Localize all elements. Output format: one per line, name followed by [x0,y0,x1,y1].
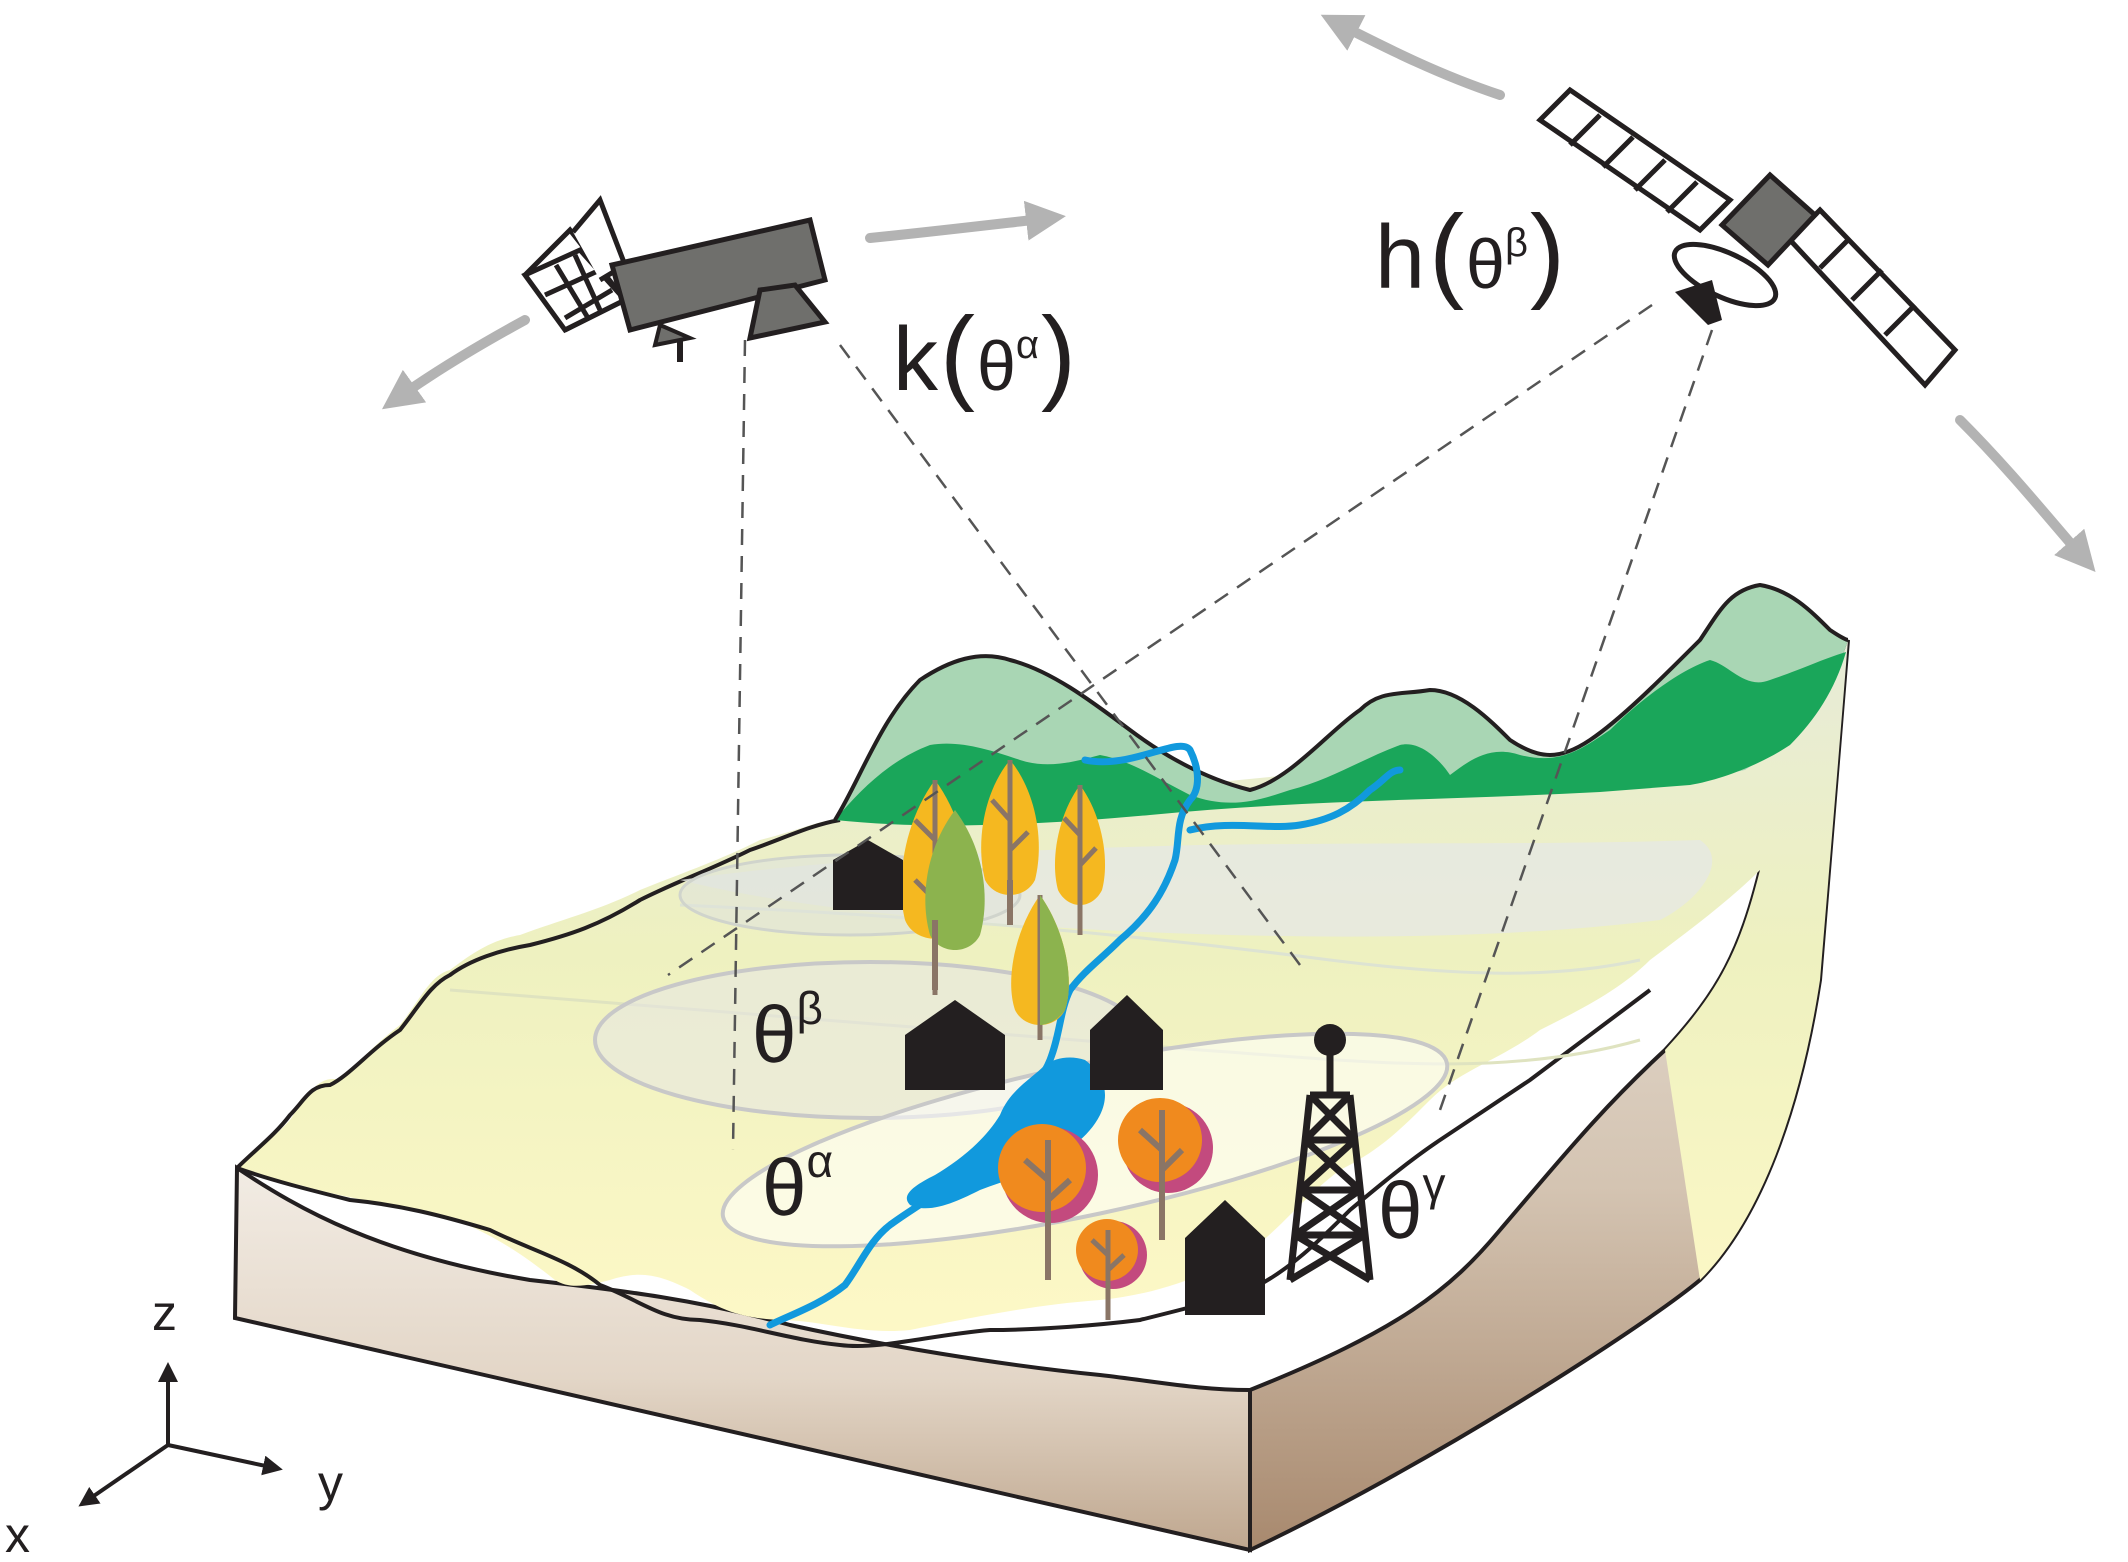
tree-green [1040,895,1069,1025]
label-theta-alpha: θα [762,1135,833,1232]
tree-green [925,810,985,950]
houses [833,840,1265,1315]
tree-stem [932,880,1013,990]
axis-y-label: y [318,1455,343,1511]
arrow-left-sat-upper [865,200,1066,243]
house [905,1000,1005,1090]
satellite-left-sensor-a [652,322,697,348]
axis-y [167,1443,283,1476]
nadir-line-left [731,339,747,1151]
label-h-theta-beta: h(θβ) [1375,194,1565,311]
river [766,742,1404,1329]
ground-back-edge [235,818,841,1170]
house [833,840,903,910]
view-line-right-b [1438,329,1714,1111]
mountain-range-dark [835,652,1846,826]
label-var: θ [1466,225,1505,303]
axes [78,1362,283,1507]
satellite-right-body [1718,171,1819,269]
label-fn: k [893,310,939,410]
axis-z-label: z [152,1285,177,1341]
solar-panel-right-lower [1786,206,1959,389]
label-var: θ [977,327,1016,405]
label-theta-gamma: θγ [1378,1158,1446,1255]
paren-open: ( [940,296,975,413]
satellite-left-sensor-b [746,282,830,342]
tree-orange [998,1124,1098,1280]
label-var: θ [762,1143,807,1232]
tree-yellow [1054,785,1106,935]
oblique-line-left [838,344,1302,966]
axis-x-label: x [5,1507,30,1562]
block-front-face [232,1164,1252,1553]
tree-orange [1118,1098,1213,1240]
motion-arrows [381,14,2096,573]
satellite-right-antenna [1675,280,1722,325]
label-sup: β [1505,221,1528,265]
satellite-left-body [608,217,829,334]
svg-text:θγ: θγ [1378,1158,1446,1255]
river-main [766,742,1201,1329]
arrow-right-sat-lower [1955,415,2096,573]
view-lines [667,303,1714,1151]
label-sup: γ [1423,1158,1446,1210]
house [1185,1200,1265,1315]
satellite-left [521,195,830,362]
solar-panel-right-upper [1536,86,1734,234]
trees [901,760,1213,1320]
svg-text:k(θα): k(θα) [893,296,1076,413]
label-sup: α [1016,323,1039,367]
label-k-theta-alpha: k(θα) [893,296,1076,413]
paren-open: ( [1429,194,1464,311]
svg-text:θβ: θβ [752,982,823,1079]
paren-close: ) [1041,296,1076,413]
arrow-right-sat-upper [1320,14,1505,100]
label-var: θ [752,990,797,1079]
river-branch [1186,766,1404,834]
svg-text:h(θβ): h(θβ) [1375,194,1565,311]
tower-tip [1314,1024,1346,1056]
mountain-ridge-outline [833,582,1849,822]
label-sup: β [797,982,823,1034]
radio-tower [1286,1024,1374,1284]
view-line-right-a [667,303,1653,977]
label-var: θ [1378,1166,1423,1255]
satellite-right [1536,86,1959,389]
house [1090,995,1163,1090]
lake [906,1057,1105,1209]
svg-text:θα: θα [762,1135,833,1232]
arrow-left-sat-lower [381,315,530,410]
label-sup: α [807,1135,834,1187]
tree-orange [1076,1219,1147,1320]
ground-front-edge [236,988,1652,1348]
paren-close: ) [1530,194,1565,311]
axis-x [78,1443,170,1507]
label-fn: h [1375,208,1425,308]
label-theta-beta: θβ [752,982,823,1079]
